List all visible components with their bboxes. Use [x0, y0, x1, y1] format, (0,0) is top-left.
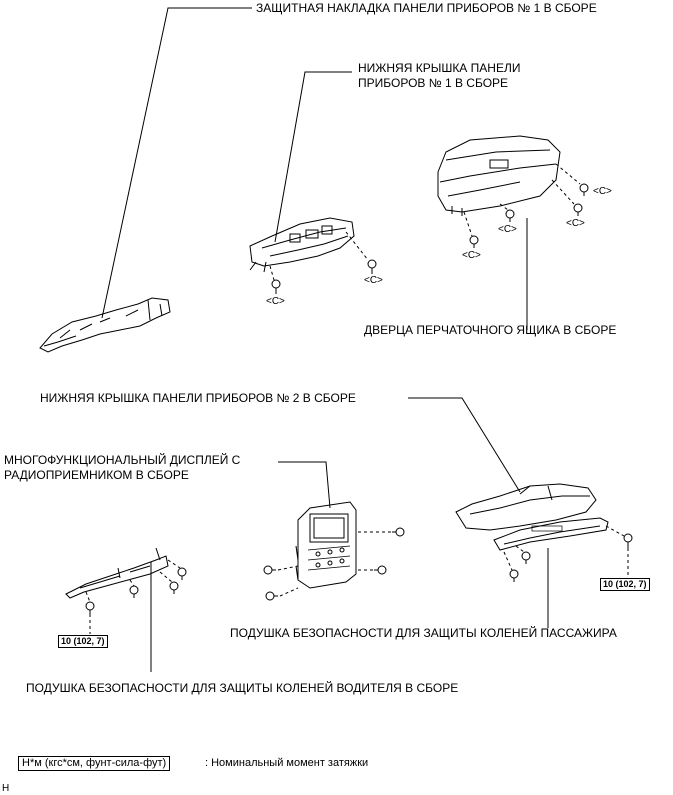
screw-set-c — [85, 567, 187, 614]
clip-mark: <C> — [498, 224, 517, 235]
torque-spec-left: 10 (102, 7) — [58, 635, 108, 648]
label-dash-protector: ЗАЩИТНАЯ НАКЛАДКА ПАНЕЛИ ПРИБОРОВ № 1 В … — [256, 1, 597, 15]
screw-set-d — [263, 527, 405, 601]
label-glove-box: ДВЕРЦА ПЕРЧАТОЧНОГО ЯЩИКА В СБОРЕ — [364, 323, 617, 337]
label-lower-cover-1-line1: НИЖНЯЯ КРЫШКА ПАНЕЛИ — [358, 61, 521, 75]
lower-cover-2-part — [455, 483, 597, 531]
clip-mark: <C> — [462, 250, 481, 261]
display-radio-part — [295, 501, 357, 589]
dash-protector-part — [39, 297, 171, 353]
screw-set-b — [469, 183, 589, 248]
glove-box-part — [437, 135, 561, 216]
label-lower-cover-2: НИЖНЯЯ КРЫШКА ПАНЕЛИ ПРИБОРОВ № 2 В СБОР… — [40, 391, 356, 405]
assembly-dash-lines — [269, 163, 581, 281]
clip-mark: <C> — [566, 218, 585, 229]
label-passenger-airbag: ПОДУШКА БЕЗОПАСНОСТИ ДЛЯ ЗАЩИТЫ КОЛЕНЕЙ … — [230, 626, 617, 640]
lower-cover-1-part — [249, 217, 355, 273]
clip-mark: <C> — [593, 186, 612, 197]
screw-set-e — [509, 533, 633, 582]
label-lower-cover-1-line2: ПРИБОРОВ № 1 В СБОРЕ — [358, 76, 509, 90]
driver-airbag-part — [65, 547, 169, 599]
legend-description: : Номинальный момент затяжки — [205, 757, 369, 769]
label-driver-airbag: ПОДУШКА БЕЗОПАСНОСТИ ДЛЯ ЗАЩИТЫ КОЛЕНЕЙ … — [26, 681, 459, 695]
label-display-line1: МНОГОФУНКЦИОНАЛЬНЫЙ ДИСПЛЕЙ С — [4, 453, 241, 467]
corner-mark: Н — [2, 783, 10, 794]
passenger-airbag-part — [493, 517, 609, 551]
clip-mark: <C> — [266, 296, 285, 307]
torque-spec-right: 10 (102, 7) — [600, 578, 650, 591]
clip-mark: <C> — [364, 275, 383, 286]
label-display-line2: РАДИОПРИЕМНИКОМ В СБОРЕ — [4, 468, 189, 482]
legend-unit-box: Н*м (кгс*см, фунт-сила-фут) — [18, 756, 171, 771]
leader-lines — [101, 7, 549, 672]
screw-set-a — [271, 259, 377, 294]
